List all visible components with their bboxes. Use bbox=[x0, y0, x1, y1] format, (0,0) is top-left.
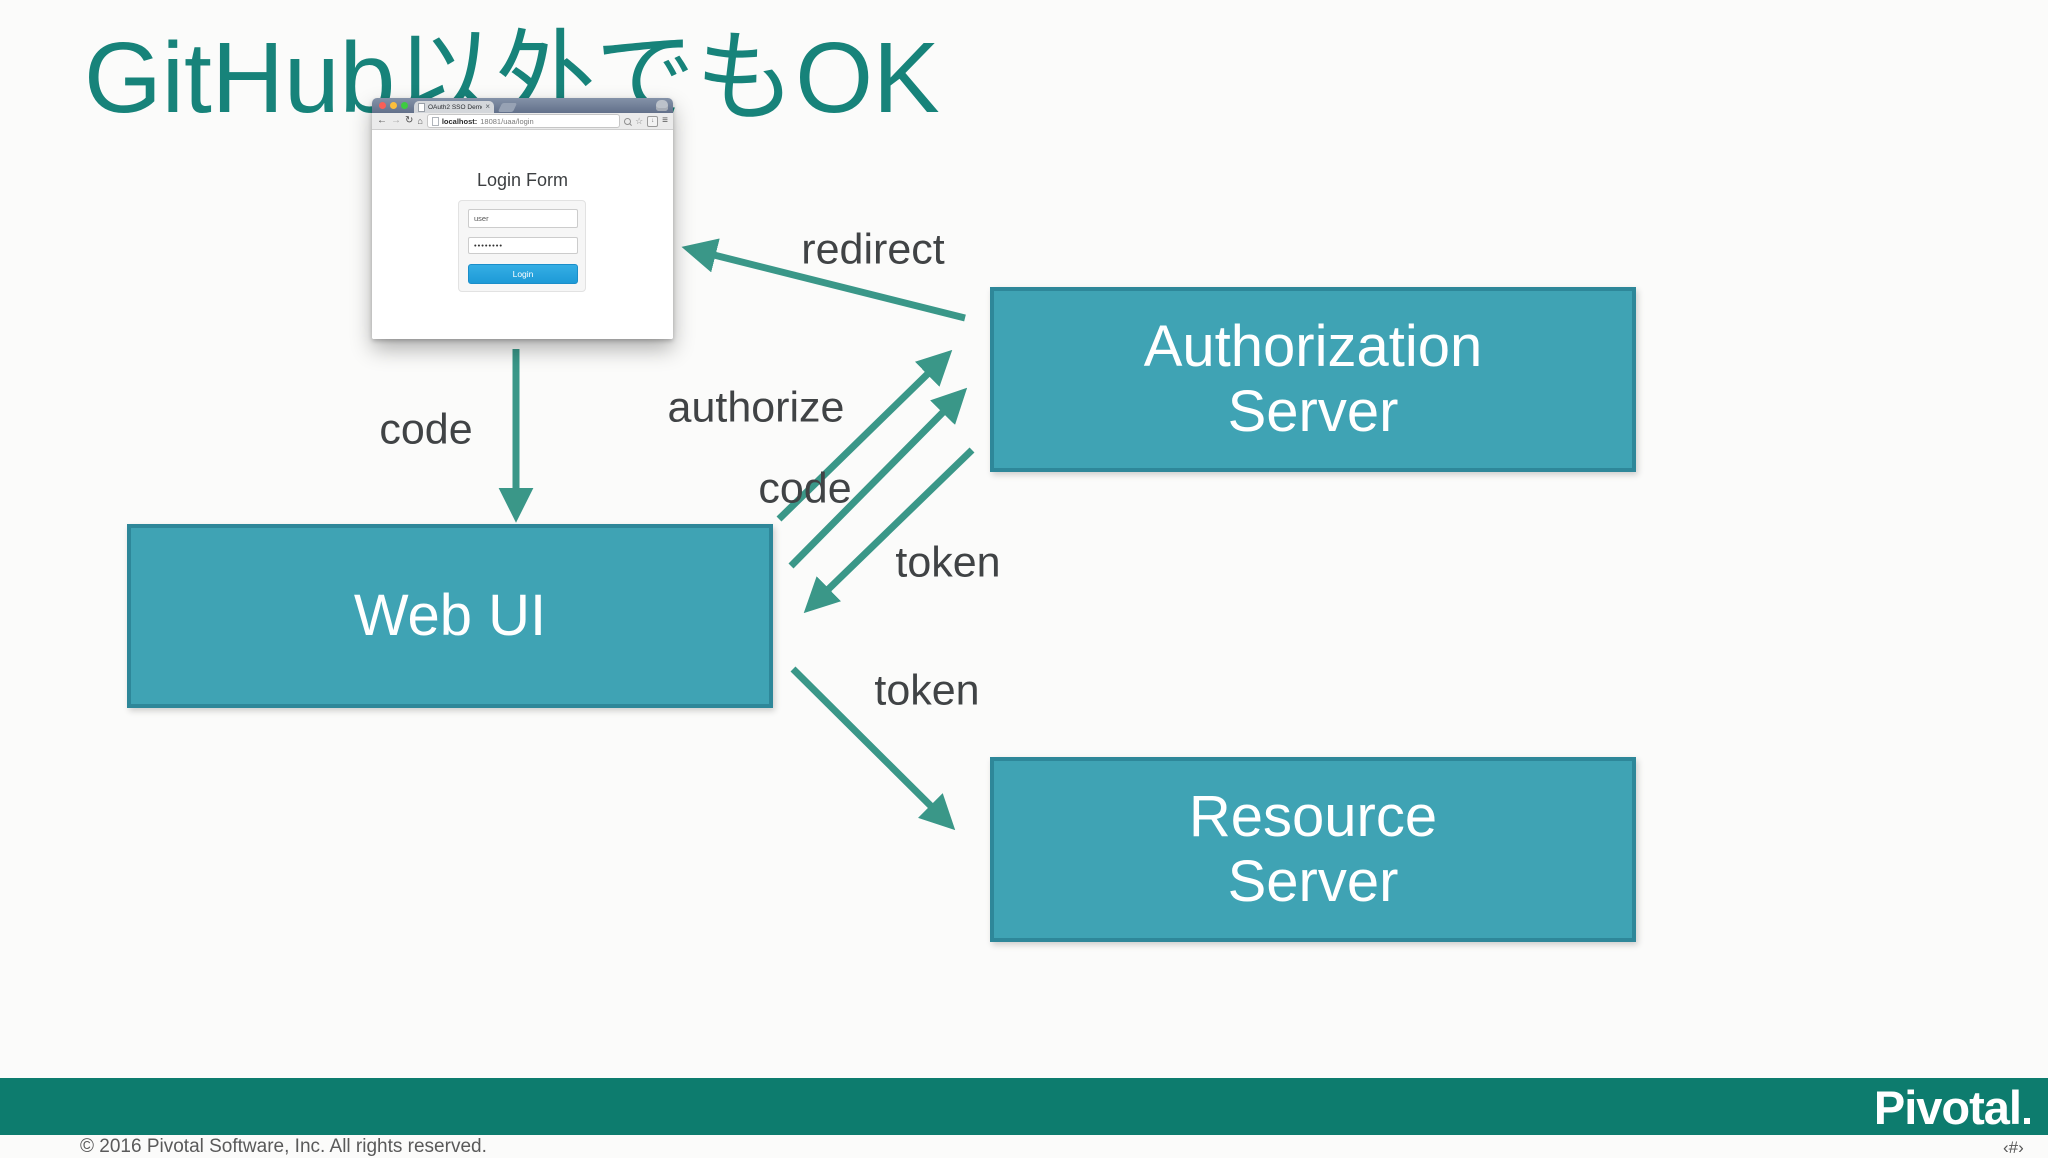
logo-registered-mark bbox=[2024, 1118, 2030, 1124]
arrow-token-lower bbox=[790, 666, 956, 831]
download-icon[interactable]: ↓ bbox=[647, 115, 659, 127]
arrow-token-upper bbox=[803, 447, 975, 614]
footer-bar: Pivotal bbox=[0, 1078, 2048, 1135]
search-icon[interactable] bbox=[624, 117, 632, 125]
browser-window: OAuth2 SSO Demo × ← → ↻ ⌂ localhost: 180… bbox=[372, 98, 673, 339]
label-redirect: redirect bbox=[801, 225, 945, 274]
web-ui-box: Web UI bbox=[127, 524, 773, 708]
resource-server-box: Resource Server bbox=[990, 757, 1636, 942]
authorization-server-box: Authorization Server bbox=[990, 287, 1636, 472]
label-authorize: authorize bbox=[667, 383, 845, 432]
url-host: localhost: bbox=[441, 116, 478, 126]
page-favicon-icon bbox=[418, 102, 425, 112]
page-icon bbox=[431, 116, 439, 126]
browser-tab[interactable]: OAuth2 SSO Demo × bbox=[414, 101, 494, 113]
pivotal-logo: Pivotal bbox=[1874, 1080, 2030, 1135]
home-icon[interactable]: ⌂ bbox=[417, 116, 423, 126]
back-icon[interactable]: ← bbox=[377, 115, 387, 126]
label-code-mid: code bbox=[758, 464, 852, 513]
close-window-button[interactable] bbox=[379, 102, 386, 109]
new-tab-button[interactable] bbox=[497, 103, 518, 112]
arrow-code-diagonal bbox=[788, 387, 968, 569]
pivotal-logo-text: Pivotal bbox=[1873, 1081, 2022, 1134]
label-token-lower: token bbox=[874, 666, 980, 715]
reload-icon[interactable]: ↻ bbox=[405, 115, 414, 126]
copyright-text: © 2016 Pivotal Software, Inc. All rights… bbox=[80, 1136, 487, 1157]
url-path: 18081/uaa/login bbox=[480, 116, 534, 126]
label-code-left: code bbox=[379, 405, 473, 454]
maximize-window-button[interactable] bbox=[401, 102, 408, 109]
login-form-heading: Login Form bbox=[476, 170, 569, 190]
browser-tabstrip: OAuth2 SSO Demo × bbox=[372, 98, 673, 113]
forward-icon[interactable]: → bbox=[391, 115, 401, 126]
menu-icon[interactable]: ≡ bbox=[662, 115, 668, 126]
avatar-icon bbox=[656, 100, 668, 111]
browser-toolbar: ← → ↻ ⌂ localhost: 18081/uaa/login ☆ ↓ ≡ bbox=[372, 113, 673, 130]
login-form-panel: Login bbox=[458, 200, 586, 292]
browser-content: Login Form Login bbox=[372, 130, 673, 339]
login-button[interactable]: Login bbox=[468, 264, 578, 284]
arrow-redirect bbox=[681, 238, 966, 322]
bookmark-star-icon[interactable]: ☆ bbox=[635, 115, 644, 126]
tab-close-icon[interactable]: × bbox=[485, 102, 490, 111]
tab-title: OAuth2 SSO Demo bbox=[428, 103, 483, 111]
address-bar[interactable]: localhost: 18081/uaa/login bbox=[426, 114, 621, 128]
label-token-upper: token bbox=[895, 538, 1001, 587]
password-field[interactable] bbox=[468, 237, 578, 254]
username-field[interactable] bbox=[468, 209, 578, 228]
arrow-authorize bbox=[776, 349, 953, 522]
minimize-window-button[interactable] bbox=[390, 102, 397, 109]
slide-number-placeholder: ‹#› bbox=[2003, 1138, 2024, 1157]
